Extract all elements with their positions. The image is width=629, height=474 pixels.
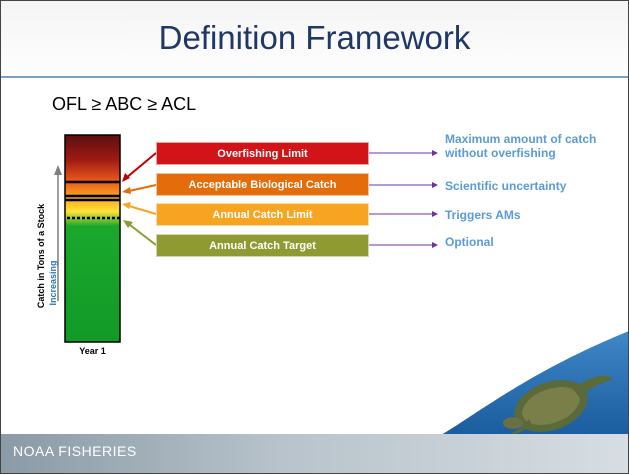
abc-pointer-arrow (128, 184, 157, 192)
ofl-pointer-arrow (125, 152, 157, 179)
acl-description: Triggers AMs (445, 208, 521, 222)
acceptable-biological-catch-box: Acceptable Biological Catch (156, 173, 369, 196)
act-pointer-arrow (129, 224, 157, 246)
title-divider (1, 76, 628, 78)
increasing-arrow-head (54, 165, 62, 175)
slide-title: Definition Framework (158, 19, 471, 56)
ofl-description: Maximum amount of catch without overfish… (445, 132, 597, 160)
annual-catch-target-box: Annual Catch Target (156, 234, 369, 257)
abc-description: Scientific uncertainty (445, 179, 567, 193)
noaa-fisheries-logo-text: NOAA FISHERIES (13, 443, 137, 459)
title-bar (1, 1, 628, 81)
catch-bar (64, 134, 121, 343)
sea-turtle-image (441, 331, 628, 435)
acl-pointer-arrow (128, 205, 157, 215)
annual-catch-limit-box: Annual Catch Limit (156, 203, 369, 226)
x-axis-label: Year 1 (79, 346, 106, 356)
footer-bar (1, 434, 628, 473)
overfishing-limit-box: Overfishing Limit (156, 142, 369, 165)
inequality-equation: OFL ≥ ABC ≥ ACL (52, 94, 197, 114)
act-description: Optional (445, 235, 494, 249)
